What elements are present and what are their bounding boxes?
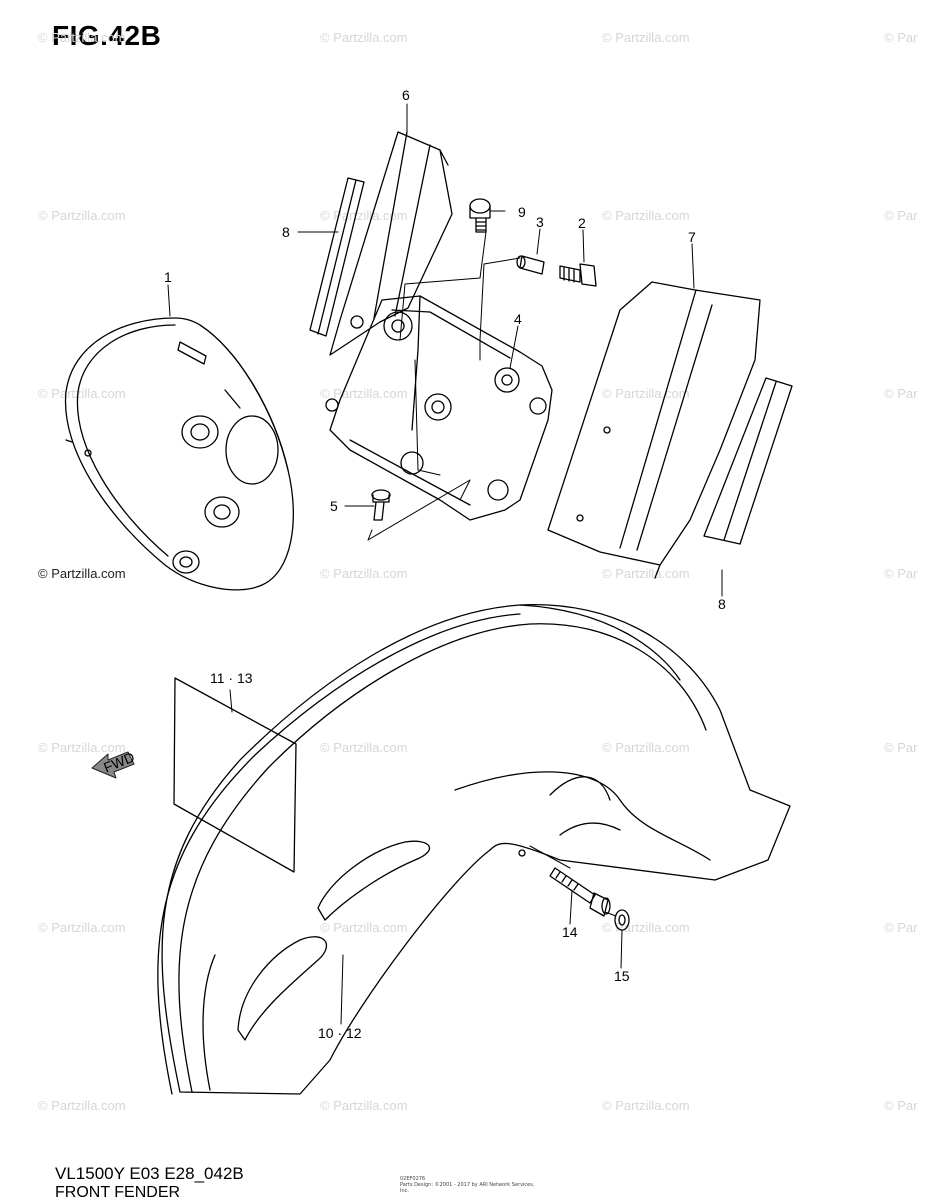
- collar-3: [516, 255, 545, 275]
- callout-3: 3: [536, 214, 544, 230]
- headlight-bracket: [325, 295, 553, 521]
- watermark: © Par: [884, 740, 918, 755]
- callout-10-12: 10 · 12: [318, 1025, 362, 1041]
- callout-9: 9: [518, 204, 526, 220]
- cover-lower: [547, 281, 761, 579]
- fine-print-copyright: Parts Design: ©2001 - 2017 by ARI Networ…: [400, 1182, 535, 1194]
- fwd-label: FWD: [101, 749, 137, 776]
- callout-6: 6: [402, 87, 410, 103]
- bolt-14: [549, 867, 611, 917]
- washer-15: [614, 909, 630, 931]
- watermark: © Partzilla.com: [602, 740, 690, 755]
- watermark: © Partzilla.com: [602, 208, 690, 223]
- watermark: © Par: [884, 30, 918, 45]
- watermark: © Partzilla.com: [320, 30, 408, 45]
- watermark: © Partzilla.com: [320, 386, 408, 401]
- part-group-name: FRONT FENDER: [55, 1184, 181, 1201]
- callout-4: 4: [514, 311, 522, 327]
- callout-8-right: 8: [718, 596, 726, 612]
- callout-8-left: 8: [282, 224, 290, 240]
- watermark: © Partzilla.com: [320, 566, 408, 581]
- callout-1: 1: [164, 269, 172, 285]
- callout-labels: 1 2 3 4 5 6 7 8 8 9 10 · 12 11 · 13 14 1…: [164, 87, 726, 1041]
- watermark: © Par: [884, 386, 918, 401]
- callout-7: 7: [688, 229, 696, 245]
- fine-print: 02EF0276 Parts Design: ©2001 - 2017 by A…: [400, 1176, 540, 1194]
- watermark: © Partzilla.com: [320, 920, 408, 935]
- bolt-9: [469, 198, 491, 233]
- model-code: VL1500Y E03 E28_042B: [55, 1164, 244, 1183]
- fine-print-code: 02EF0276: [400, 1176, 426, 1182]
- partzilla-credit: © Partzilla.com: [38, 566, 126, 581]
- watermark: © Partzilla.com: [320, 740, 408, 755]
- watermark: © Partzilla.com: [38, 386, 126, 401]
- bolt-2: [559, 263, 597, 287]
- watermark: © Partzilla.com: [38, 740, 126, 755]
- rubber-strip-right: [703, 377, 793, 545]
- watermark: © Par: [884, 1098, 918, 1113]
- callout-11-13: 11 · 13: [210, 670, 253, 686]
- screw-5: [371, 489, 391, 521]
- callout-5: 5: [330, 498, 338, 514]
- rubber-strip-left: [309, 177, 365, 337]
- watermark: © Partzilla.com: [38, 30, 126, 45]
- watermark: © Partzilla.com: [38, 920, 126, 935]
- watermark: © Partzilla.com: [602, 566, 690, 581]
- watermark: © Par: [884, 920, 918, 935]
- front-fender: [157, 604, 791, 1095]
- fwd-arrow-icon: FWD: [91, 749, 137, 779]
- callout-2: 2: [578, 215, 586, 231]
- watermark: © Par: [884, 208, 918, 223]
- leader-lines: [167, 103, 723, 1025]
- watermark: © Partzilla.com: [602, 30, 690, 45]
- callout-14: 14: [562, 924, 578, 940]
- callout-15: 15: [614, 968, 630, 984]
- watermark: © Partzilla.com: [602, 386, 690, 401]
- watermark: © Partzilla.com: [38, 1098, 126, 1113]
- watermark: © Partzilla.com: [320, 1098, 408, 1113]
- watermark: © Par: [884, 566, 918, 581]
- figure-title: FIG.42B: [52, 20, 162, 51]
- headlight-housing: [64, 317, 294, 591]
- watermark: © Partzilla.com: [38, 208, 126, 223]
- cover-upper: [329, 131, 453, 356]
- watermark: © Partzilla.com: [602, 1098, 690, 1113]
- watermark: © Partzilla.com: [320, 208, 408, 223]
